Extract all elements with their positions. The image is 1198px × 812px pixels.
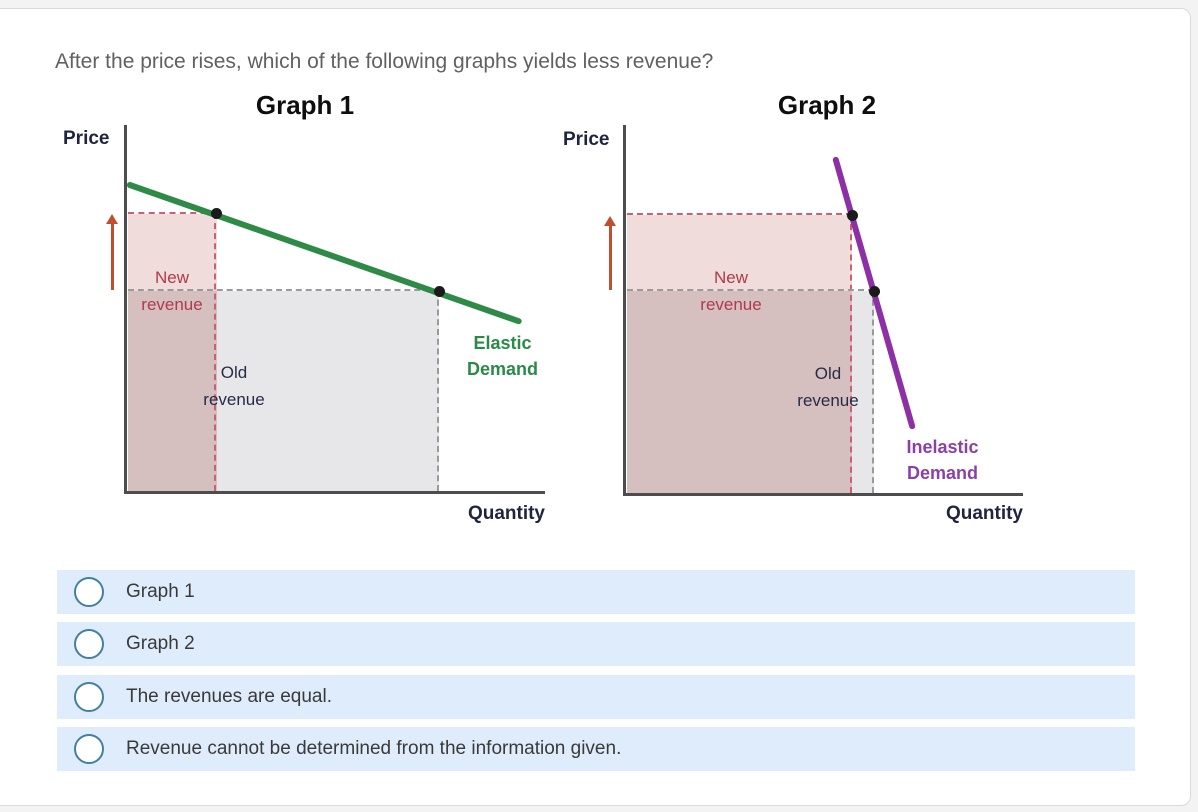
- graph2-old-point-dot: [869, 286, 880, 297]
- graph1-y-axis: [124, 125, 127, 493]
- graph2-price-rise-arrow-head: [604, 216, 616, 226]
- graph2-new-revenue-label: New revenue: [700, 268, 762, 314]
- graph2-quantity-axis-label: Quantity: [945, 503, 1023, 524]
- graph2-curve-label: Inelastic Demand: [906, 437, 979, 483]
- answer-option-label: Graph 1: [126, 581, 195, 602]
- graph2-title: Graph 2: [777, 90, 877, 120]
- graph2-new-price-dashed-line: [627, 213, 852, 215]
- graph1-old-price-dashed-line: [128, 289, 440, 291]
- graph1-title: Graph 1: [255, 90, 355, 120]
- graph1-old-point-dot: [434, 286, 445, 297]
- radio-button-graph2[interactable]: [74, 629, 104, 659]
- graph1-new-price-dashed-line: [128, 212, 217, 214]
- graph1-price-rise-arrow-head: [106, 214, 118, 224]
- answer-option-label: The revenues are equal.: [126, 686, 332, 707]
- graph1-curve-label: Elastic Demand: [466, 333, 538, 379]
- graph2-old-revenue-area: [852, 291, 874, 493]
- graph1-new-quantity-dashed-line: [214, 213, 216, 491]
- graph2-new-revenue-area: [627, 215, 852, 291]
- answer-option-label: Graph 2: [126, 633, 195, 654]
- graph1-old-quantity-dashed-line: [437, 290, 439, 491]
- answer-option-equal[interactable]: The revenues are equal.: [57, 675, 1135, 719]
- graph2-new-quantity-dashed-line: [850, 214, 852, 493]
- graph2-old-revenue-label: Old revenue: [797, 364, 859, 410]
- question-text: After the price rises, which of the foll…: [55, 50, 714, 73]
- graph2-old-quantity-dashed-line: [872, 290, 874, 493]
- graph1-old-revenue-label: Old revenue: [203, 363, 265, 409]
- answer-option-label: Revenue cannot be determined from the in…: [126, 738, 622, 759]
- graph2-old-price-dashed-line: [627, 289, 874, 291]
- graph1-new-point-dot: [211, 208, 222, 219]
- graph1-quantity-axis-label: Quantity: [467, 503, 545, 524]
- radio-button-equal[interactable]: [74, 682, 104, 712]
- graph2-price-axis-label: Price: [563, 129, 610, 150]
- graph2-y-axis: [623, 125, 626, 495]
- graph2-price-rise-arrow: [609, 225, 612, 290]
- graph2-x-axis: [623, 493, 1023, 496]
- graph1-price-rise-arrow: [111, 223, 114, 290]
- graph1-new-revenue-area: [128, 214, 217, 291]
- graph1-old-revenue-area: [217, 291, 439, 491]
- radio-button-cannot-determine[interactable]: [74, 734, 104, 764]
- radio-button-graph1[interactable]: [74, 577, 104, 607]
- graph2-revenue-overlap-area: [627, 291, 852, 493]
- graph2-new-point-dot: [847, 210, 858, 221]
- answer-option-graph1[interactable]: Graph 1: [57, 570, 1135, 614]
- answer-option-cannot-determine[interactable]: Revenue cannot be determined from the in…: [57, 727, 1135, 771]
- graph1-revenue-overlap-area: [128, 291, 217, 491]
- graph1-price-axis-label: Price: [63, 128, 110, 149]
- graph1-x-axis: [124, 491, 545, 494]
- graph1-new-revenue-label: New revenue: [141, 268, 203, 314]
- answer-option-graph2[interactable]: Graph 2: [57, 622, 1135, 666]
